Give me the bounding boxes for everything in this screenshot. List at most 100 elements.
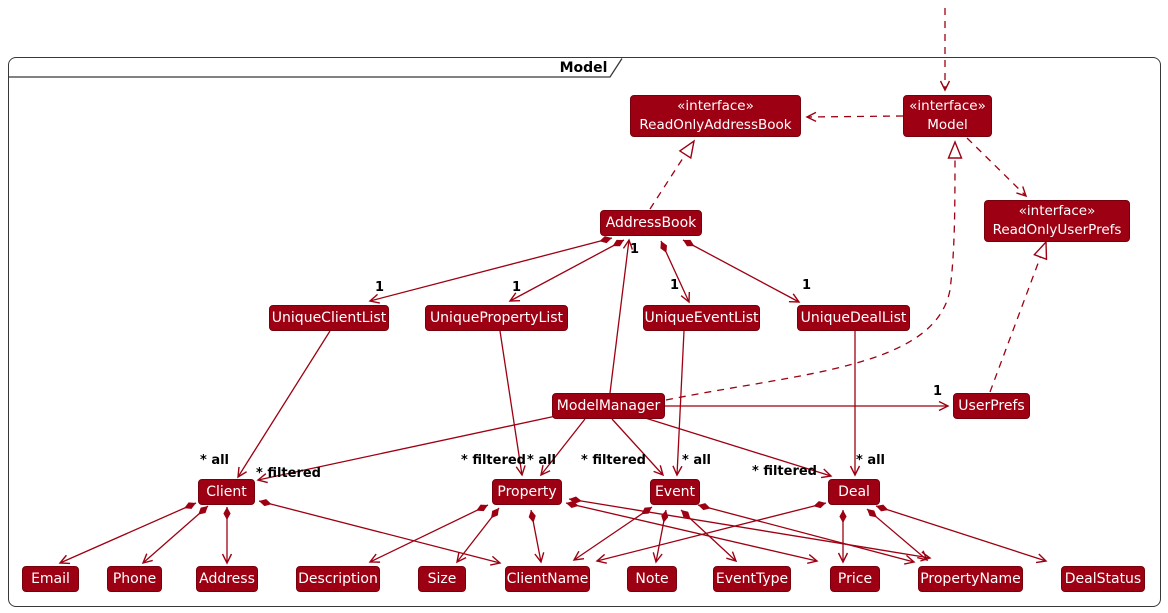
edge-addressbook-uniquedeallist (682, 239, 801, 303)
edge-modelmanager-to-deal (641, 416, 833, 479)
class-note: Note (627, 566, 677, 592)
role-label-client-filtered: * filtered (256, 466, 321, 481)
class-name-label: AddressBook (605, 214, 697, 231)
class-deal: Deal (828, 479, 880, 505)
class-name-label: ReadOnlyAddressBook (639, 117, 792, 133)
class-name-label: Event (654, 483, 696, 500)
edge-modelmanager-to-client (256, 415, 557, 484)
edge-property-propertyname (568, 496, 932, 562)
class-name-label: ClientName (506, 570, 589, 587)
class-readonlyuserprefs: «interface» ReadOnlyUserPrefs (984, 200, 1130, 242)
edge-event-clientname (572, 506, 653, 561)
class-name-label: UniqueEventList (644, 309, 759, 326)
class-name-label: Deal (838, 483, 870, 500)
class-property: Property (492, 479, 562, 505)
diagram-title: Model (559, 60, 608, 76)
edge-modelmanager-to-property (540, 418, 586, 477)
class-name-label: Email (31, 570, 70, 587)
edge-property-clientname (528, 509, 545, 564)
class-address: Address (196, 566, 258, 592)
frame-title-tab-line (9, 58, 623, 78)
class-name-label: UserPrefs (958, 397, 1025, 414)
class-uniquedeallist: UniqueDealList (797, 305, 910, 331)
class-name-label: Model (927, 117, 968, 133)
role-label-event-filtered: * filtered (581, 453, 646, 468)
class-eventtype: EventType (713, 566, 791, 592)
class-clientname: ClientName (505, 566, 590, 592)
class-name-label: UniqueDealList (800, 309, 907, 326)
class-name-label: ReadOnlyUserPrefs (992, 222, 1122, 238)
model-component-frame (8, 57, 1161, 607)
edge-event-propertyname (697, 503, 916, 565)
class-name-label: Description (298, 570, 378, 587)
edge-deal-dealstatus (875, 504, 1048, 564)
edge-modelmanager-implements-model (665, 140, 963, 401)
class-uniqueclientlist: UniqueClientList (269, 305, 389, 331)
role-label-deal-filtered: * filtered (752, 464, 817, 479)
edge-model-to-readonlyuserprefs (966, 137, 1028, 198)
class-name-label: UniqueClientList (271, 309, 387, 326)
class-name-label: Property (497, 483, 557, 500)
class-name-label: Address (199, 570, 255, 587)
stereotype-label: «interface» (677, 98, 754, 114)
edge-deal-clientname (595, 501, 827, 564)
class-userprefs: UserPrefs (953, 393, 1030, 419)
edge-uniqueeventlist-to-event (672, 330, 685, 477)
class-name-label: DealStatus (1064, 570, 1142, 587)
class-event: Event (650, 479, 700, 505)
class-dealstatus: DealStatus (1061, 566, 1145, 592)
class-uniqueeventlist: UniqueEventList (643, 305, 760, 331)
class-price: Price (830, 566, 880, 592)
class-name-label: UniquePropertyList (429, 309, 564, 326)
edge-uniquepropertylist-to-property (499, 330, 526, 477)
multiplicity-label-uniquedeallist: 1 (802, 278, 812, 293)
role-label-deal-all: * all (856, 453, 886, 468)
role-label-client-all: * all (200, 453, 230, 468)
edge-event-eventtype (680, 509, 738, 563)
class-name-label: EventType (715, 570, 789, 587)
class-description: Description (296, 566, 380, 592)
role-label-event-all: * all (682, 453, 712, 468)
edge-uniqueclientlist-to-client (237, 330, 331, 479)
edge-addressbook-uniqueclientlist (368, 236, 613, 304)
class-modelmanager: ModelManager (552, 393, 665, 419)
class-name-label: Note (635, 570, 669, 587)
edge-event-note (652, 509, 669, 564)
edge-userprefs-implements-readonlyuserprefs (989, 240, 1048, 393)
class-name-label: Price (837, 570, 873, 587)
edge-modelmanager-to-addressbook (609, 238, 634, 394)
edges (58, 8, 1048, 566)
class-name-label: Phone (112, 570, 157, 587)
edge-client-email (58, 502, 197, 565)
edge-model-to-readonlyaddressbook (805, 111, 904, 123)
multiplicity-label-userprefs: 1 (933, 384, 943, 399)
class-addressbook: AddressBook (600, 210, 702, 236)
class-client: Client (198, 479, 255, 505)
class-size: Size (418, 566, 466, 592)
stereotype-label: «interface» (1018, 203, 1096, 219)
multiplicity-label-uniqueeventlist: 1 (670, 278, 680, 293)
edge-client-phone (141, 505, 209, 565)
edge-property-price (565, 500, 819, 565)
role-label-property-filtered: * filtered (461, 453, 526, 468)
class-phone: Phone (107, 566, 162, 592)
edge-addressbook-uniquepropertylist (508, 239, 625, 302)
class-readonlyaddressbook: «interface» ReadOnlyAddressBook (630, 95, 801, 137)
edge-modelmanager-to-event (611, 418, 665, 477)
multiplicity-label-uniquepropertylist: 1 (512, 280, 522, 295)
edge-addressbook-implements-readonlyaddressbook (649, 139, 696, 210)
class-name-label: Size (427, 570, 457, 587)
class-name-label: ModelManager (556, 397, 661, 414)
multiplicity-label-uniqueclientlist: 1 (375, 280, 385, 295)
multiplicity-label-addressbook: 1 (630, 242, 640, 257)
class-model: «interface» Model (903, 95, 992, 137)
class-name-label: Client (206, 483, 247, 500)
edge-property-size (456, 507, 500, 564)
role-label-property-all: * all (527, 453, 557, 468)
stereotype-label: «interface» (909, 98, 986, 114)
class-email: Email (22, 566, 79, 592)
class-uniquepropertylist: UniquePropertyList (425, 305, 568, 331)
class-propertyname: PropertyName (918, 566, 1023, 592)
